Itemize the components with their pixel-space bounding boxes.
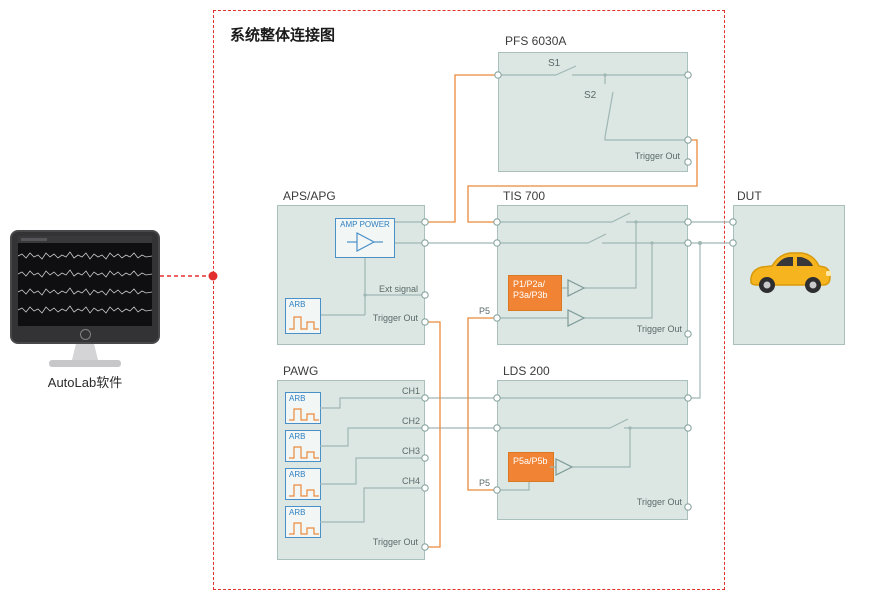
pawg-arb-box-1: ARB [285,392,321,424]
monitor [10,230,160,344]
arb-waveform-icon [289,484,319,497]
pawg-arb-label-1: ARB [289,394,306,403]
lds-probe-label: P5a/P5b [513,456,548,466]
monitor-base [49,360,121,367]
tis-probe-label: P1/P2a/ P3a/P3b [513,279,548,301]
pawg-arb-box-4: ARB [285,506,321,538]
dut-block [733,205,845,345]
pawg-ch4-label: CH4 [401,476,420,486]
arb-waveform-icon [289,316,319,330]
aps-block-label: APS/APG [283,189,336,203]
tis-block-label: TIS 700 [503,189,546,203]
pfs-s2-label: S2 [584,90,597,101]
pawg-ch3-label: CH3 [401,446,420,456]
arb-waveform-icon [289,446,319,459]
red-dashed-link [160,271,218,281]
tis-trigger-out-label: Trigger Out [636,324,682,334]
amp-power-box: AMP POWER [335,218,395,258]
pawg-trigger-out-label: Trigger Out [372,537,418,547]
pfs-block-label: PFS 6030A [505,34,567,48]
monitor-label: AutoLab软件 [47,375,123,390]
aps-arb-label: ARB [289,300,306,309]
pawg-arb-box-3: ARB [285,468,321,500]
aps-trigger-out-label: Trigger Out [372,313,418,323]
tis-probe-box: P1/P2a/ P3a/P3b [508,275,562,311]
aps-ext-signal-label: Ext signal [378,284,418,294]
pawg-ch1-label: CH1 [401,386,420,396]
pfs-s1-label: S1 [548,58,561,69]
monitor-stand [72,344,98,360]
pawg-ch2-label: CH2 [401,416,420,426]
dut-block-label: DUT [737,189,762,203]
diagram-title: 系统整体连接图 [230,27,336,44]
pawg-block-label: PAWG [283,364,319,378]
pawg-arb-label-4: ARB [289,508,306,517]
amp-power-label: AMP POWER [340,220,390,229]
system-boundary-frame [213,10,725,590]
pawg-arb-box-2: ARB [285,430,321,462]
arb-waveform-icon [289,408,319,421]
tis-p5-label: P5 [479,306,491,316]
lds-probe-box: P5a/P5b [508,452,554,482]
monitor-logo-icon [80,329,91,340]
monitor-screen [18,236,152,326]
lds-p5-label: P5 [479,478,491,488]
lds-trigger-out-label: Trigger Out [636,497,682,507]
aps-arb-box: ARB [285,298,321,334]
arb-waveform-icon [289,522,319,535]
pawg-arb-label-3: ARB [289,470,306,479]
pawg-arb-label-2: ARB [289,432,306,441]
pfs-trigger-out-label: Trigger Out [634,151,680,161]
waveform-traces [18,236,152,314]
lds-block-label: LDS 200 [503,364,550,378]
